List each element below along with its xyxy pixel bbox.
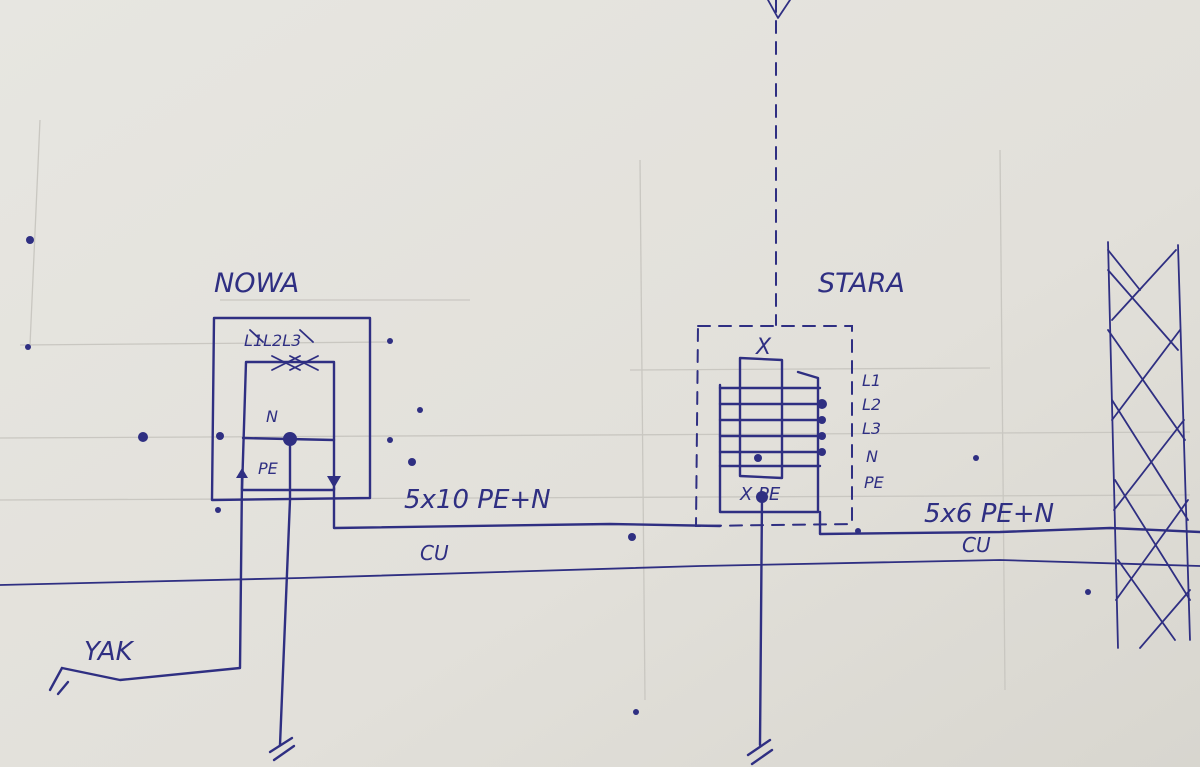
incoming-cable-label: YAK [84, 637, 135, 667]
pencil-guides [0, 119, 1191, 701]
new-board-arrow-right [327, 476, 341, 488]
new-board-title: NOWA [214, 268, 299, 299]
yak-cable [48, 476, 244, 696]
new-board-phases-label: L1L2L3 [244, 331, 301, 350]
old-board-busframe [718, 370, 820, 514]
old-board-terminal-l3: L3 [862, 419, 881, 438]
old-board-x-label: X [755, 335, 772, 360]
new-board-earth [268, 437, 296, 762]
new-board-phase-fuses [271, 355, 319, 371]
old-board-terminal-dots [754, 399, 827, 462]
old-board-terminal-rows [718, 386, 824, 468]
reference-line [0, 559, 1200, 586]
old-board-terminal-l2: L2 [862, 395, 881, 414]
old-board-terminal-l1: L1 [862, 371, 881, 390]
new-board-outer [210, 316, 372, 502]
old-board [694, 0, 853, 528]
old-board-earth [746, 495, 774, 766]
old-board-dashed-enclosure [694, 325, 853, 528]
new-board-pe-label: PE [258, 459, 279, 478]
wall-hatch [1107, 241, 1191, 649]
pencil-dots [25, 236, 1091, 715]
old-board-terminal-n: N [866, 447, 878, 466]
cable-new-to-old-material: CU [420, 541, 449, 565]
new-board-arrow-left [236, 468, 248, 478]
cable-old-to-right-material: CU [962, 533, 991, 557]
new-board-n-label: N [266, 407, 278, 426]
cable-new-to-old-spec: 5x10 PE+N [404, 485, 551, 515]
old-board-title: STARA [818, 268, 905, 299]
cable-new-to-old-line [332, 486, 722, 530]
old-board-pe-label: X PE [739, 484, 781, 505]
cable-old-to-right-spec: 5x6 PE+N [924, 499, 1054, 529]
old-board-terminal-pe: PE [864, 473, 885, 492]
cable-old-to-right-line [818, 510, 1200, 536]
